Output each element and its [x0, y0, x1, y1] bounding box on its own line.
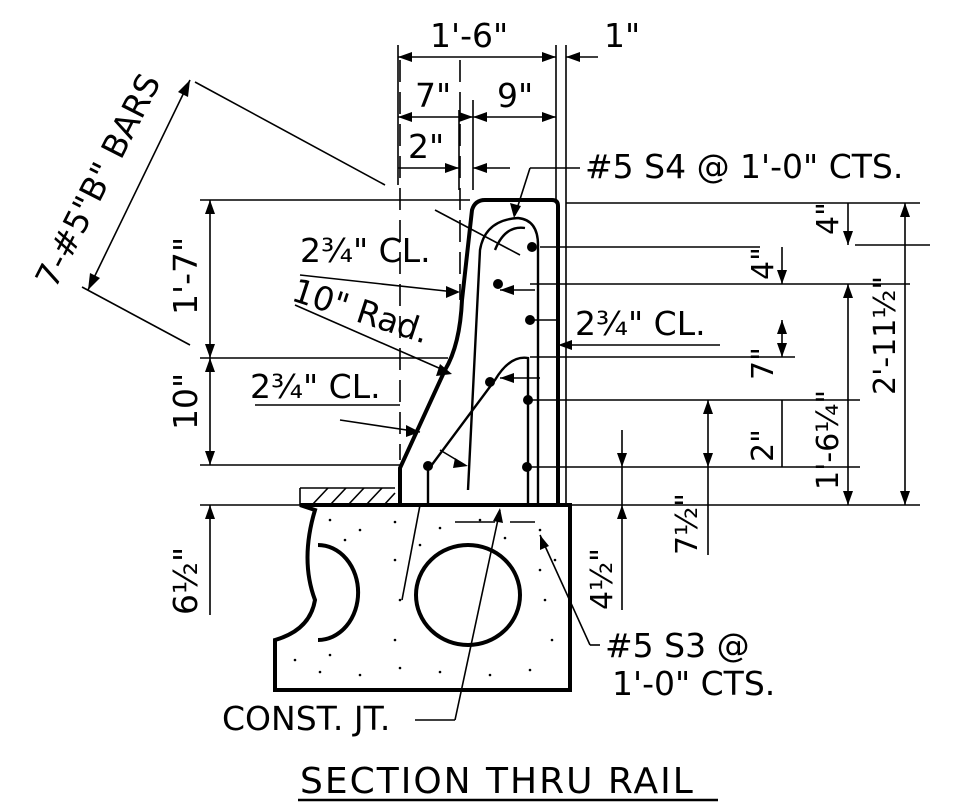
top-dimensions — [398, 52, 598, 173]
label-r-7half: 7½" — [670, 493, 705, 555]
label-r-4half: 4½" — [585, 548, 620, 610]
label-width-2in: 2" — [408, 127, 444, 166]
label-clear-2: 2¾" CL. — [575, 304, 706, 343]
label-h-lower: 10" — [166, 373, 205, 430]
label-width-9in: 9" — [497, 76, 533, 115]
label-h-upper: 1'-7" — [166, 237, 205, 315]
concrete-stipple — [293, 518, 557, 677]
labels: 7-#5"B" BARS 1'-6" 1" 7" 9" 2" #5 S4 @ 1… — [27, 16, 903, 802]
label-width-total: 1'-6" — [430, 16, 508, 55]
label-width-1in: 1" — [604, 16, 640, 55]
label-s3-bars-1: #5 S3 @ — [605, 626, 750, 665]
left-dimensions — [200, 199, 470, 615]
right-dimensions — [530, 202, 930, 610]
label-h-slab: 6½" — [166, 547, 205, 615]
bottom-leaders — [401, 504, 600, 721]
label-r-4b: 4" — [746, 247, 781, 280]
label-s3-bars-2: 1'-0" CTS. — [612, 664, 775, 703]
deck-slab — [273, 487, 572, 692]
section-title: SECTION THRU RAIL — [300, 761, 695, 802]
label-clear-3: 2¾" CL. — [250, 367, 381, 406]
label-s4-bars: #5 S4 @ 1'-0" CTS. — [585, 147, 903, 186]
label-clear-1: 2¾" CL. — [300, 231, 431, 270]
extension-lines — [397, 45, 567, 505]
label-bars: 7-#5"B" BARS — [27, 67, 168, 293]
label-r-2: 2" — [746, 429, 781, 462]
hatch — [299, 487, 396, 506]
label-const-jt: CONST. JT. — [222, 699, 390, 738]
clearance-leaders — [255, 167, 600, 468]
label-r-4a: 4" — [811, 202, 846, 235]
label-r-overall: 2'-11½" — [868, 276, 903, 395]
b-bars-leader — [81, 79, 386, 346]
label-width-7in: 7" — [415, 76, 451, 115]
label-r-mid: 1'-6¼" — [811, 390, 846, 490]
label-radius: 10" Rad. — [288, 271, 435, 352]
label-r-7: 7" — [746, 347, 781, 380]
